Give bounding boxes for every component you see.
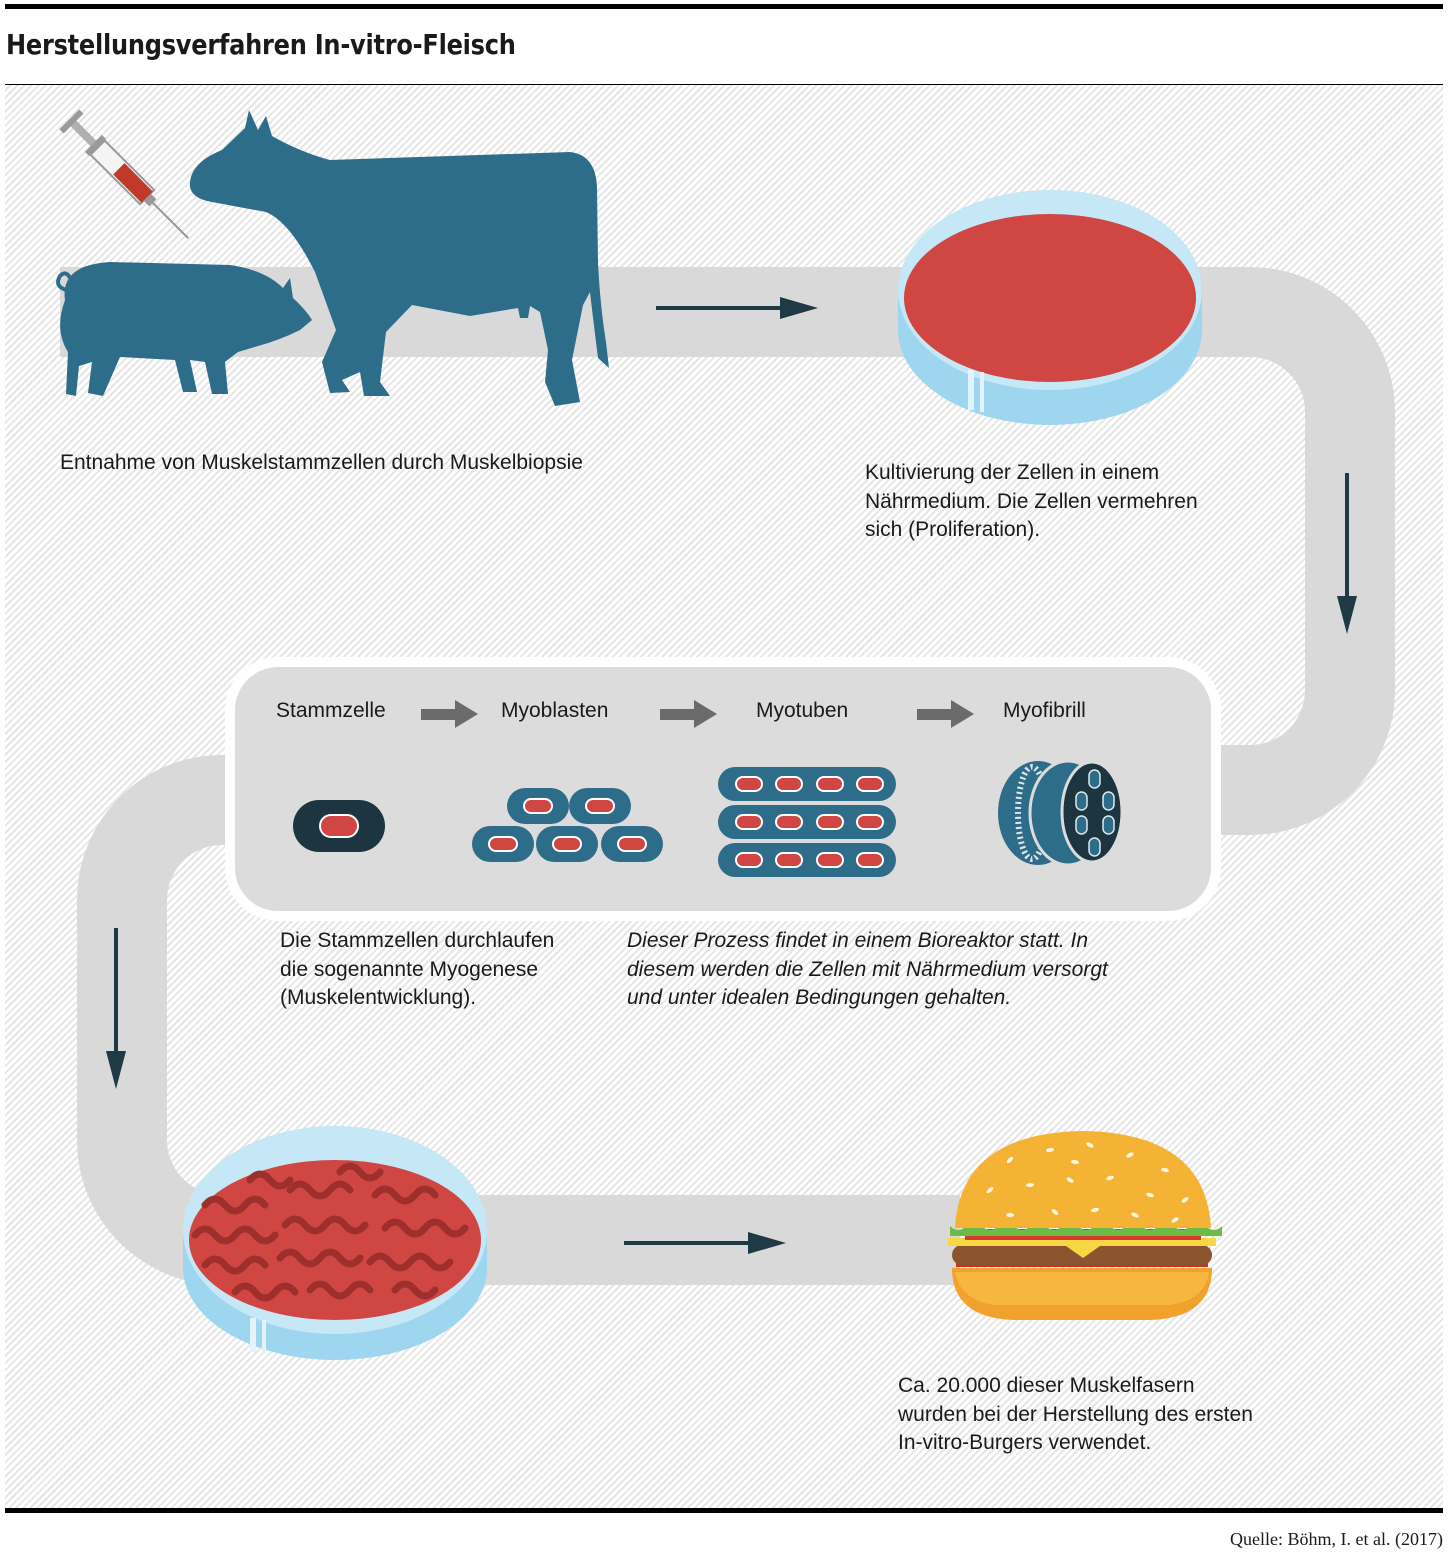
stage-arrow-icon	[660, 700, 717, 728]
syringe-icon	[59, 109, 189, 239]
cell-nucleus	[856, 776, 884, 792]
top-rule	[5, 4, 1443, 9]
text-line: diesem werden die Zellen mit Nährmedium …	[627, 957, 1108, 981]
pig-icon	[60, 262, 312, 396]
text-line: Nährmedium. Die Zellen vermehren	[865, 489, 1198, 513]
cow-icon	[189, 110, 609, 406]
cell-nucleus	[775, 814, 803, 830]
myotube	[718, 767, 896, 801]
text-line: die sogenannte Myogenese	[280, 957, 539, 981]
bioreactor-note-text: Dieser Prozess findet in einem Bioreakto…	[627, 927, 1108, 1013]
text-line: (Muskelentwicklung).	[280, 986, 477, 1009]
cell-nucleus	[816, 814, 844, 830]
step-burger-text: Ca. 20.000 dieser Muskelfasern wurden be…	[898, 1372, 1253, 1458]
stage-label-myotuben: Myotuben	[756, 699, 849, 722]
stage-arrow-icon	[917, 700, 974, 728]
sesame-seed	[1161, 1167, 1169, 1173]
petri-dish-icon	[898, 190, 1202, 425]
sesame-seed	[1171, 1217, 1179, 1223]
cell-nucleus	[856, 814, 884, 830]
text-line: und unter idealen Bedingungen gehalten.	[627, 986, 1012, 1009]
sesame-seed	[1131, 1212, 1139, 1218]
sesame-seed	[1046, 1147, 1054, 1153]
cell-nucleus	[552, 836, 582, 852]
myoblasts-icon	[472, 788, 663, 862]
cell-nucleus	[856, 852, 884, 868]
step-culture-text: Kultivierung der Zellen in einem Nährmed…	[865, 459, 1198, 545]
cell-nucleus	[735, 814, 763, 830]
sesame-seed	[1066, 1177, 1074, 1183]
stem-cell-icon	[293, 800, 385, 852]
text-line: Ca. 20.000 dieser Muskelfasern	[898, 1374, 1195, 1397]
stage-arrow-icon	[421, 700, 478, 728]
sesame-seed	[1106, 1175, 1114, 1181]
sesame-seed	[1071, 1159, 1079, 1165]
petri-dish-muscle-fibres-icon	[183, 1126, 487, 1360]
cell-nucleus	[816, 776, 844, 792]
cell-nucleus	[617, 836, 647, 852]
cell-nucleus	[775, 776, 803, 792]
myofibril-icon	[998, 759, 1124, 867]
sesame-seed	[1006, 1212, 1014, 1218]
myotube	[718, 805, 896, 839]
sesame-seed	[1006, 1156, 1014, 1164]
sesame-seed	[1146, 1192, 1154, 1198]
cell-nucleus	[735, 776, 763, 792]
cell-nucleus	[523, 798, 553, 814]
stage-label-myofibrill: Myofibrill	[1003, 699, 1086, 722]
sesame-seed	[1086, 1142, 1094, 1148]
cell-nucleus	[775, 852, 803, 868]
page-title: Herstellungsverfahren In-vitro-Fleisch	[6, 28, 516, 61]
step-myogenesis-text: Die Stammzellen durchlaufen die sogenann…	[280, 927, 554, 1013]
text-line: Die Stammzellen durchlaufen	[280, 929, 555, 952]
sesame-seed	[1051, 1209, 1059, 1215]
cell-nucleus	[488, 836, 518, 852]
arrow-right-icon	[624, 1232, 786, 1254]
cell-nucleus	[735, 852, 763, 868]
arrow-right-icon	[656, 297, 818, 319]
sesame-seed	[986, 1187, 994, 1193]
cell-nucleus	[585, 798, 615, 814]
arrow-down-icon	[106, 928, 126, 1089]
stage-label-myoblasten: Myoblasten	[501, 699, 609, 722]
sesame-seed	[1126, 1152, 1134, 1158]
myotubes-icon	[718, 767, 896, 877]
sesame-seed	[1026, 1182, 1034, 1188]
title-divider	[5, 84, 1443, 85]
sesame-seed	[1091, 1207, 1099, 1213]
flow-path-bottom	[77, 755, 960, 1285]
stage-label-stammzelle: Stammzelle	[276, 699, 386, 722]
bottom-rule	[5, 1508, 1443, 1513]
sesame-seed	[1181, 1197, 1189, 1203]
text-line: Dieser Prozess findet in einem Bioreakto…	[627, 929, 1089, 952]
pig-tail	[56, 271, 72, 292]
myotube	[718, 843, 896, 877]
text-line: wurden bei der Herstellung des ersten	[898, 1402, 1253, 1426]
text-line: sich (Proliferation).	[865, 518, 1041, 541]
step-biopsy-text: Entnahme von Muskelstammzellen durch Mus…	[60, 451, 583, 474]
arrow-down-icon	[1337, 473, 1357, 634]
burger-icon	[948, 1131, 1222, 1320]
text-line: Kultivierung der Zellen in einem	[865, 461, 1160, 484]
text-line: In-vitro-Burgers verwendet.	[898, 1431, 1152, 1454]
flow-path-top	[60, 267, 1395, 835]
source-credit: Quelle: Böhm, I. et al. (2017)	[1230, 1529, 1443, 1549]
cell-nucleus	[816, 852, 844, 868]
